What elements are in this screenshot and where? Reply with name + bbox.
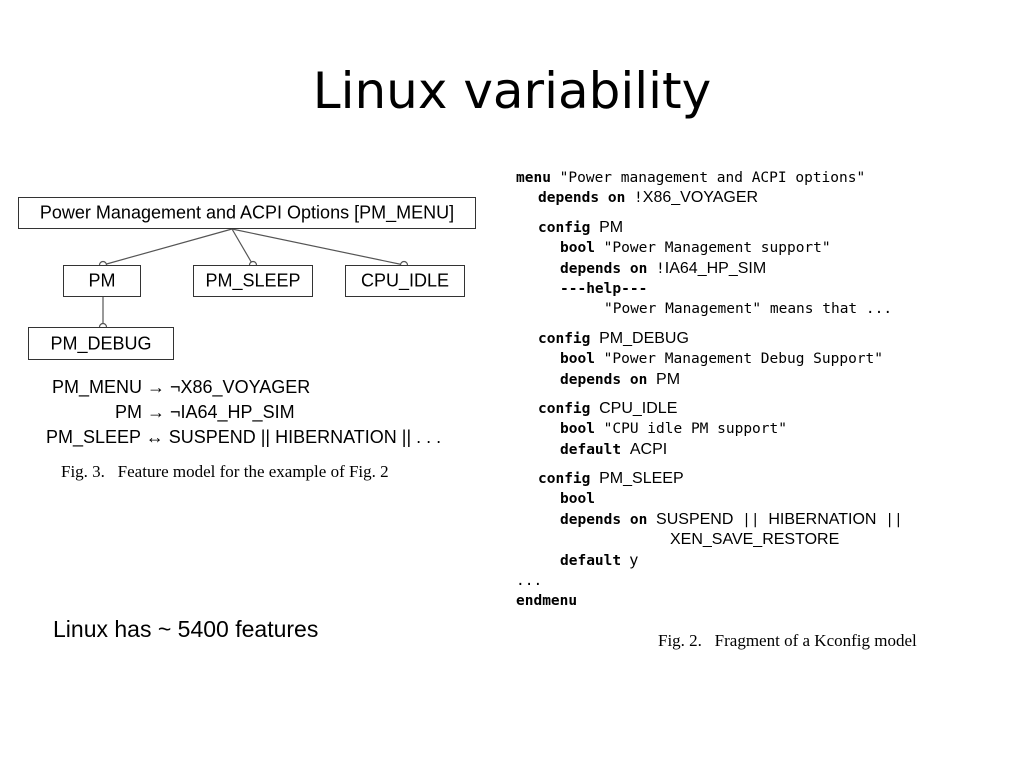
code-token-str	[590, 471, 599, 487]
feature-root-label: Power Management and ACPI Options [PM_ME…	[39, 202, 455, 223]
code-line: endmenu	[516, 591, 903, 611]
code-line: bool "Power Management support"	[516, 238, 903, 258]
code-token-id: XEN_SAVE_RESTORE	[670, 531, 840, 549]
code-token-str: ||	[876, 511, 903, 528]
code-token-kw: depends on	[560, 260, 648, 277]
code-token-kw: bool	[560, 240, 595, 257]
code-token-kw: default	[560, 441, 622, 458]
code-token-id: PM_SLEEP	[599, 470, 684, 488]
feature-model-connectors	[98, 228, 409, 332]
code-token-kw: bool	[560, 351, 595, 368]
code-token-str: "Power Management support"	[594, 240, 831, 257]
code-token-str: !	[647, 260, 665, 277]
code-token-kw: menu	[516, 170, 551, 186]
constraint-1: PM_MENU → ¬X86_VOYAGER	[52, 377, 311, 397]
code-token-str	[647, 372, 656, 388]
code-token-kw: default	[560, 552, 622, 569]
code-line: ---help---	[516, 279, 903, 299]
fig3-caption: Fig. 3. Feature model for the example of…	[61, 462, 389, 481]
code-token-kw: depends on	[538, 190, 626, 207]
code-token-kw: bool	[560, 421, 595, 438]
code-gap	[516, 390, 903, 399]
code-line: config PM_SLEEP	[516, 469, 903, 489]
code-token-id: SUSPEND	[656, 510, 734, 528]
code-token-kw: config	[538, 330, 591, 347]
constraint-2: PM → ¬IA64_HP_SIM	[115, 402, 295, 422]
code-token-str: !	[625, 190, 643, 207]
feature-cpu-idle: CPU_IDLE	[345, 265, 465, 297]
code-token-kw: endmenu	[516, 593, 578, 610]
code-token-id: X86_VOYAGER	[642, 189, 759, 207]
code-token-str	[621, 442, 630, 458]
code-token-kw: config	[538, 219, 591, 236]
code-token-str	[647, 512, 656, 528]
code-token-str: ||	[733, 511, 769, 528]
code-token-id: y	[629, 551, 638, 569]
code-token-str: "Power Management" means that ...	[604, 301, 893, 318]
code-token-str: ...	[516, 573, 543, 590]
code-line: bool "Power Management Debug Support"	[516, 349, 903, 369]
code-line: depends on !IA64_HP_SIM	[516, 259, 903, 279]
code-line: config PM_DEBUG	[516, 329, 903, 349]
kconfig-listing: menu "Power management and ACPI options"…	[516, 168, 903, 612]
code-line: bool "CPU idle PM support"	[516, 419, 903, 439]
code-line: depends on SUSPEND || HIBERNATION ||	[516, 510, 903, 530]
feature-pm-debug: PM_DEBUG	[28, 327, 174, 360]
code-line: default ACPI	[516, 440, 903, 460]
code-token-str: "Power management and ACPI options"	[550, 170, 866, 186]
code-line: "Power Management" means that ...	[516, 299, 903, 319]
code-token-id: IA64_HP_SIM	[664, 259, 767, 277]
code-token-id: HIBERNATION	[768, 510, 877, 528]
feature-root: Power Management and ACPI Options [PM_ME…	[18, 197, 476, 229]
code-token-str	[590, 401, 599, 417]
code-line: XEN_SAVE_RESTORE	[516, 530, 903, 550]
feature-count-note: Linux has ~ 5400 features	[53, 616, 319, 642]
code-token-id: PM	[656, 370, 681, 388]
code-token-kw: config	[538, 471, 591, 488]
code-line: config CPU_IDLE	[516, 399, 903, 419]
code-token-id: CPU_IDLE	[599, 399, 678, 417]
code-token-id: ACPI	[629, 440, 668, 458]
code-gap	[516, 320, 903, 329]
code-token-kw: depends on	[560, 511, 648, 528]
code-line: bool	[516, 489, 903, 509]
code-token-str: "CPU idle PM support"	[594, 421, 787, 438]
code-token-kw: depends on	[560, 371, 648, 388]
edge-root-pm-sleep	[231, 228, 254, 266]
feature-pm: PM	[63, 265, 141, 297]
code-line: ...	[516, 571, 903, 591]
code-token-kw: bool	[560, 491, 595, 508]
code-gap	[516, 460, 903, 469]
feature-pm-sleep: PM_SLEEP	[193, 265, 313, 297]
code-token-str	[590, 220, 599, 236]
slide-title: Linux variability	[312, 62, 712, 120]
code-token-id: PM	[599, 218, 624, 236]
code-line: menu "Power management and ACPI options"	[516, 168, 903, 188]
fig2-caption: Fig. 2. Fragment of a Kconfig model	[658, 631, 917, 650]
feature-model-diagram: Power Management and ACPI Options [PM_ME…	[0, 0, 500, 500]
code-gap	[516, 209, 903, 218]
code-line: depends on PM	[516, 370, 903, 390]
code-token-kw: ---help---	[560, 280, 648, 297]
edge-root-cpu-idle	[231, 228, 405, 266]
code-line: config PM	[516, 218, 903, 238]
code-token-str: "Power Management Debug Support"	[594, 351, 884, 368]
code-token-str	[621, 553, 630, 569]
edge-root-pm	[102, 228, 233, 266]
code-line: default y	[516, 551, 903, 571]
constraint-3: PM_SLEEP ↔ SUSPEND || HIBERNATION || . .…	[46, 427, 442, 447]
code-line: depends on !X86_VOYAGER	[516, 188, 903, 208]
code-token-id: PM_DEBUG	[599, 329, 689, 347]
code-token-str	[590, 331, 599, 347]
code-token-kw: config	[538, 400, 591, 417]
